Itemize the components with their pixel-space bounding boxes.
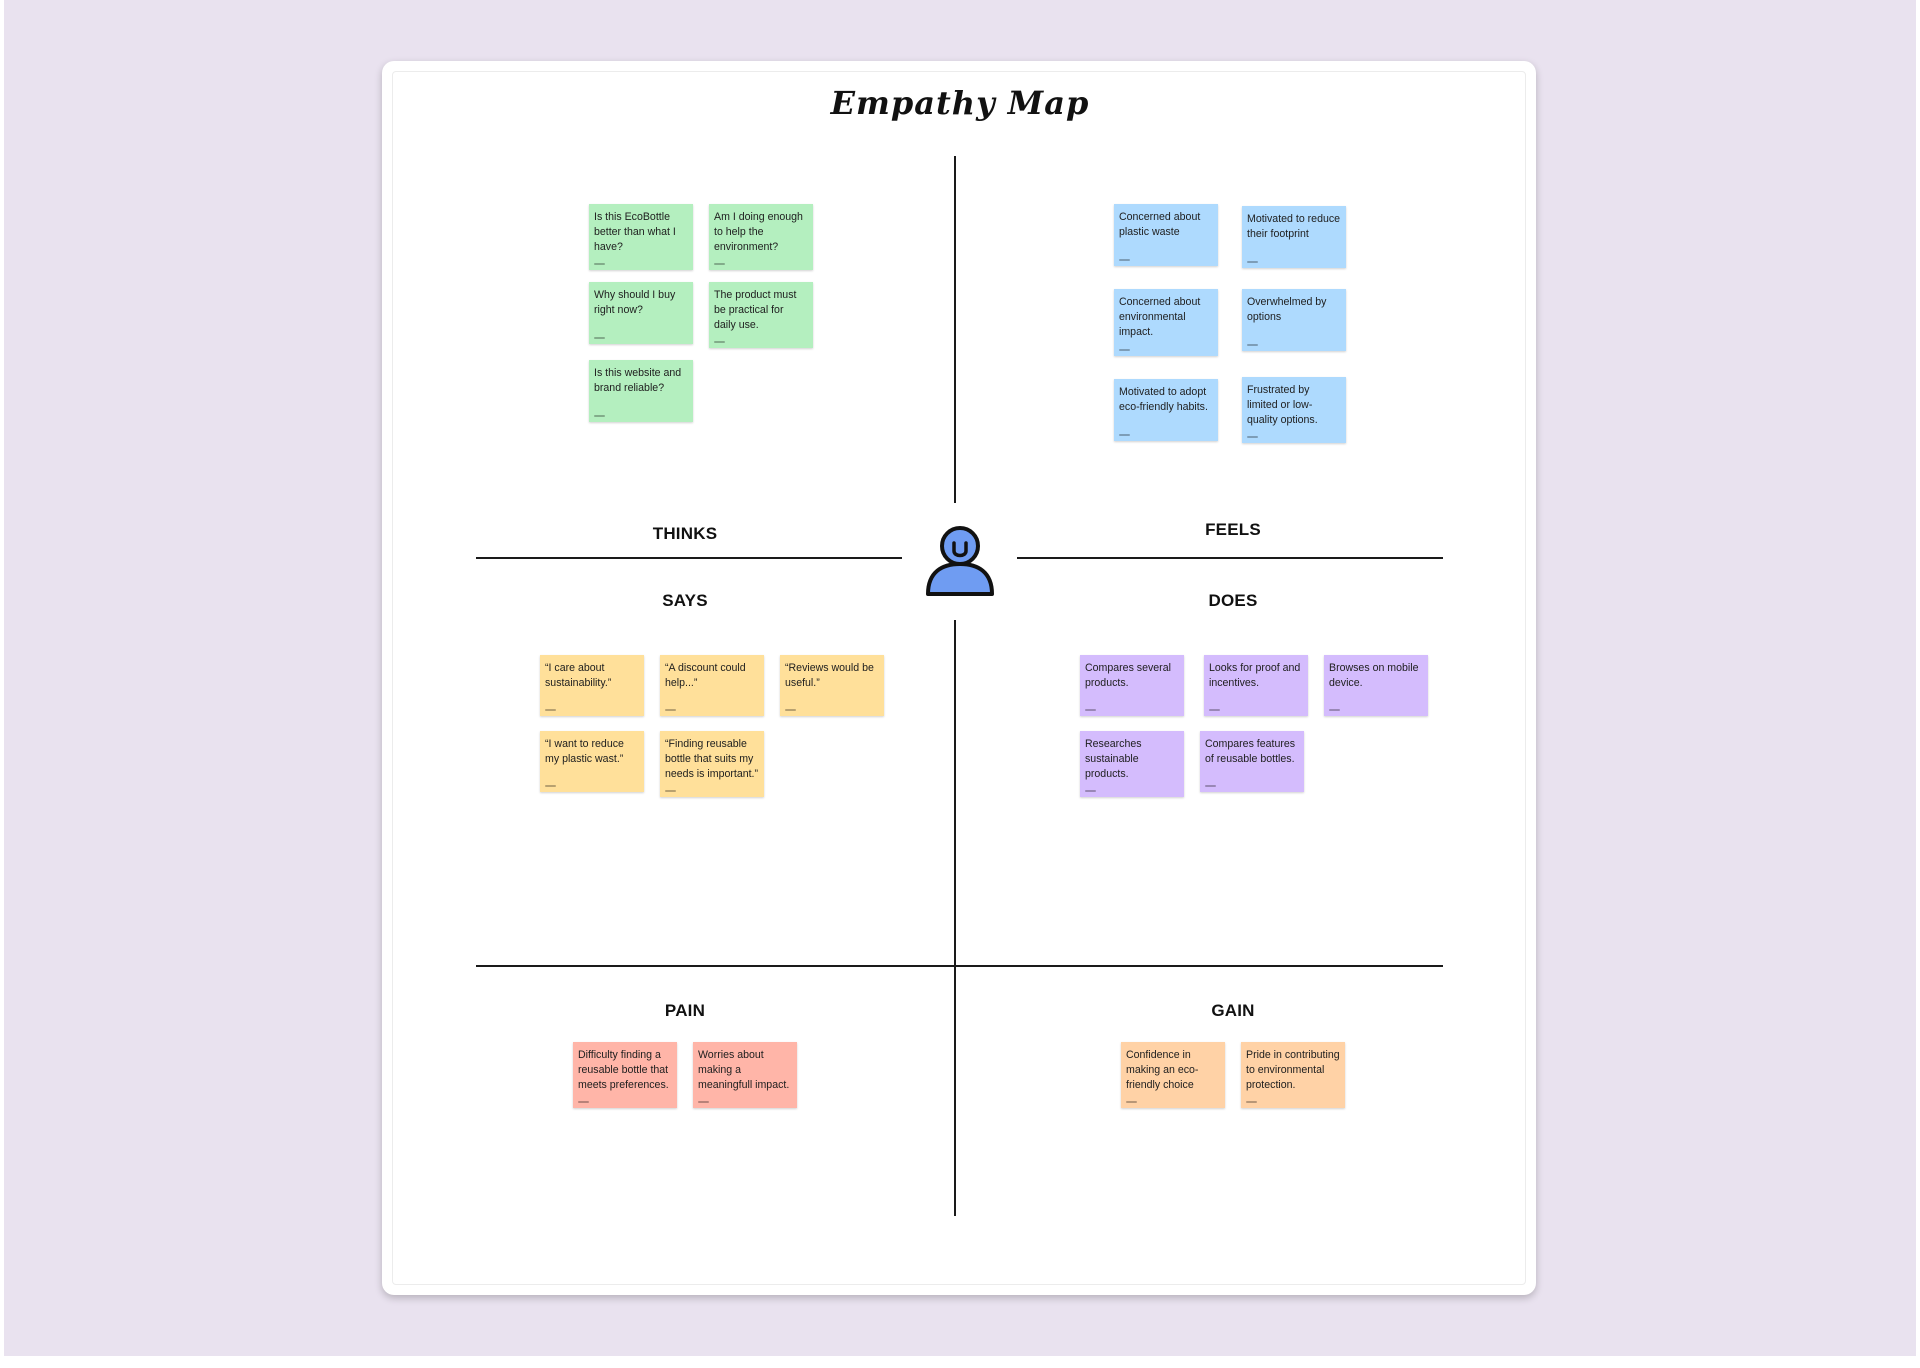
sticky-note-says[interactable]: “A discount could help...” [660,655,764,716]
sticky-note-feels[interactable]: Concerned about environmental impact. [1114,289,1218,356]
vertical-divider-top [954,156,956,503]
label-gain: GAIN [1211,1001,1255,1020]
person-icon [926,526,994,596]
sticky-note-feels[interactable]: Overwhelmed by options [1242,289,1346,351]
label-feels: FEELS [1205,520,1261,539]
sticky-note-gain[interactable]: Pride in contributing to environmental p… [1241,1042,1345,1108]
sticky-note-thinks[interactable]: Why should I buy right now? [589,282,693,344]
label-pain: PAIN [664,1001,706,1020]
board-title: Empathy Map [830,84,1090,122]
sticky-note-gain[interactable]: Confidence in making an eco-friendly cho… [1121,1042,1225,1108]
sticky-note-says[interactable]: “Reviews would be useful.” [780,655,884,716]
sticky-note-thinks[interactable]: The product must be practical for daily … [709,282,813,348]
sticky-note-says[interactable]: “I want to reduce my plastic wast.” [540,731,644,792]
label-says: SAYS [662,591,708,610]
label-thinks: THINKS [652,524,718,543]
label-does: DOES [1208,591,1258,610]
sticky-note-pain[interactable]: Difficulty finding a reusable bottle tha… [573,1042,677,1108]
sticky-note-does[interactable]: Compares several products. [1080,655,1184,716]
horizontal-divider-left [476,557,902,559]
sticky-note-does[interactable]: Compares features of reusable bottles. [1200,731,1304,792]
vertical-divider-bottom [954,620,956,1216]
sticky-note-pain[interactable]: Worries about making a meaningfull impac… [693,1042,797,1108]
sticky-note-says[interactable]: “Finding reusable bottle that suits my n… [660,731,764,797]
horizontal-divider-lower [476,965,1443,967]
sticky-note-thinks[interactable]: Is this website and brand reliable? [589,360,693,422]
sticky-note-does[interactable]: Browses on mobile device. [1324,655,1428,716]
sticky-note-feels[interactable]: Motivated to reduce their footprint [1242,206,1346,268]
sticky-note-thinks[interactable]: Am I doing enough to help the environmen… [709,204,813,270]
sticky-note-says[interactable]: “I care about sustainability.” [540,655,644,716]
sticky-note-does[interactable]: Researches sustainable products. [1080,731,1184,797]
sticky-note-thinks[interactable]: Is this EcoBottle better than what I hav… [589,204,693,270]
sticky-note-does[interactable]: Looks for proof and incentives. [1204,655,1308,716]
sticky-note-feels[interactable]: Concerned about plastic waste [1114,204,1218,266]
horizontal-divider-right [1017,557,1443,559]
sticky-note-feels[interactable]: Frustrated by limited or low-quality opt… [1242,377,1346,443]
sticky-note-feels[interactable]: Motivated to adopt eco-friendly habits. [1114,379,1218,441]
board-frame [392,71,1526,1285]
